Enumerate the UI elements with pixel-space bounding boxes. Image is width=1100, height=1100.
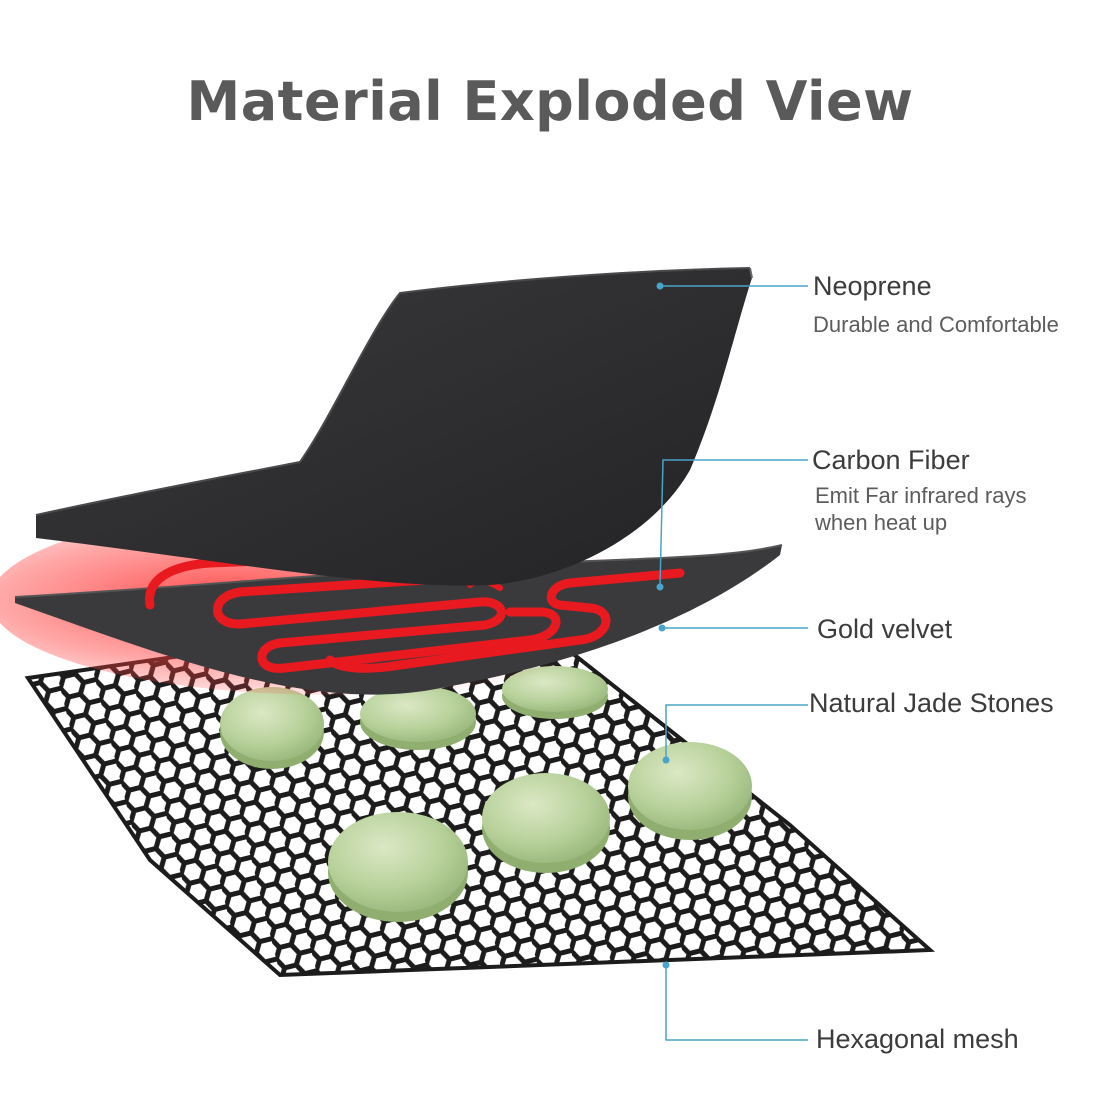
jade-stone [628, 742, 752, 840]
callout-lines [659, 285, 808, 1041]
label-carbon-fiber: Carbon Fiber [812, 445, 970, 475]
label-hexagonal-mesh: Hexagonal mesh [816, 1024, 1019, 1054]
jade-stone [502, 666, 608, 719]
label-neoprene: Neoprene [813, 271, 932, 301]
jade-stone [328, 812, 468, 922]
callout-jade-stones [665, 704, 808, 760]
jade-stone [220, 687, 324, 769]
label-natural-jade-stones: Natural Jade Stones [809, 688, 1054, 718]
neoprene-layer [35, 267, 753, 586]
callout-carbon-fiber [659, 459, 808, 588]
label-gold-velvet: Gold velvet [817, 614, 953, 644]
desc-neoprene: Durable and Comfortable [813, 312, 1059, 337]
callout-hexagonal-mesh [665, 965, 808, 1041]
desc-carbon-fiber-line2: when heat up [815, 510, 948, 535]
page-title: Material Exploded View [186, 70, 914, 133]
jade-stone [360, 686, 476, 750]
jade-stones-layer [220, 666, 752, 922]
jade-stone [482, 773, 610, 873]
callout-dots [656, 282, 670, 969]
desc-carbon-fiber-line1: Emit Far infrared rays [815, 483, 1027, 508]
